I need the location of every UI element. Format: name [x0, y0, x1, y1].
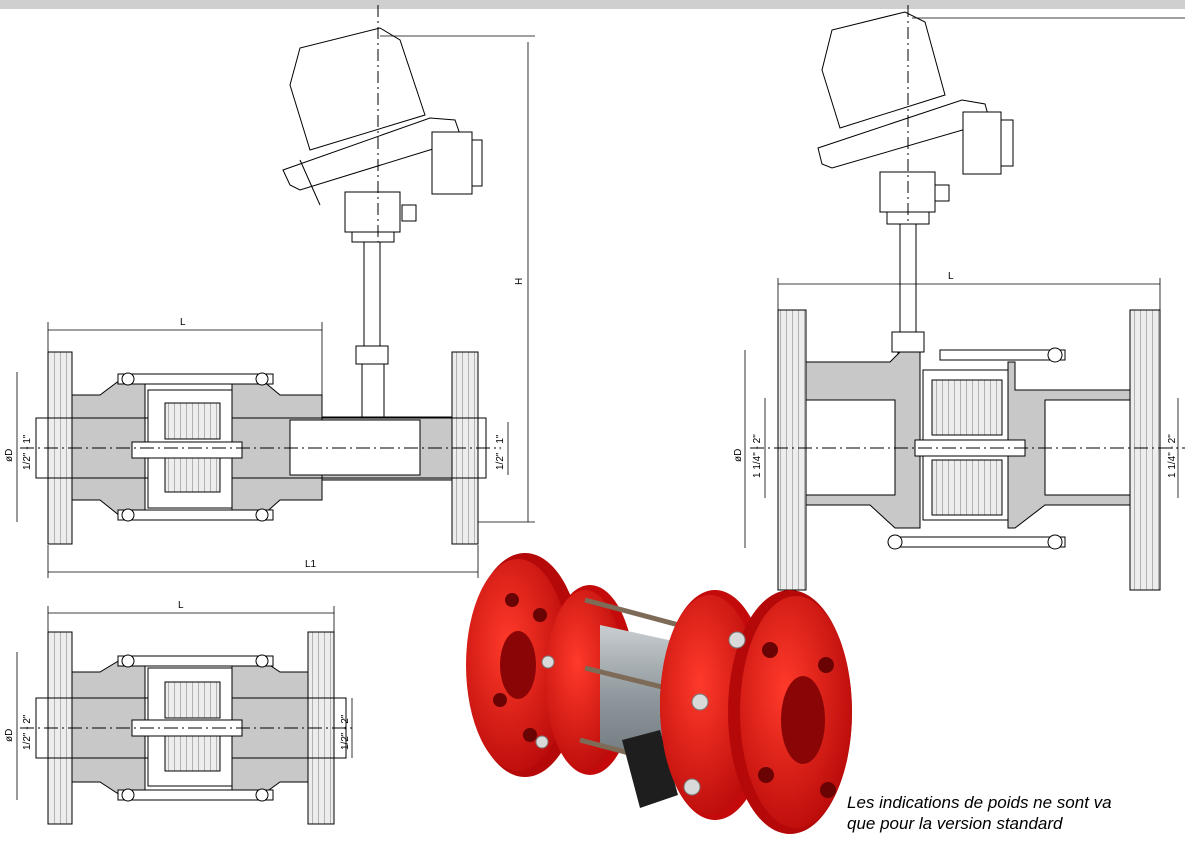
product-render — [466, 553, 852, 834]
right-head — [817, 5, 1185, 225]
right-L-label: L — [948, 271, 954, 282]
bottom-left-left-size-label: 1/2" - 2" — [22, 714, 33, 750]
top-left-diameter-label: øD — [4, 449, 15, 462]
weight-note-line1: Les indications de poids ne sont va — [847, 793, 1112, 812]
top-left-head — [282, 5, 483, 245]
top-bar — [0, 0, 1185, 9]
weight-note: Les indications de poids ne sont va que … — [847, 792, 1185, 834]
bottom-left-diameter-label: øD — [4, 729, 15, 742]
right-right-size-label: 1 1/4" - 2" — [1167, 434, 1178, 478]
right-view: L øD 1 1/4" - 2" 1 1/4" - 2" — [733, 5, 1185, 591]
right-left-size-label: 1 1/4" - 2" — [752, 434, 763, 478]
top-left-H-label: H — [514, 278, 525, 285]
top-left-L-label: L — [180, 317, 186, 328]
top-left-stem — [363, 241, 381, 348]
top-left-filter-pack — [131, 389, 243, 509]
bottom-left-L-label: L — [178, 600, 184, 611]
top-left-L1-label: L1 — [305, 559, 317, 570]
bottom-left-right-size-label: 1/2" - 2" — [340, 714, 351, 750]
bottom-left-view: L øD 1/2" - 2" 1/2" - 2" — [4, 600, 355, 825]
top-left-view: L L1 H øD 1/2" - 1" 1/2" - 1" — [4, 5, 535, 578]
top-left-right-size-label: 1/2" - 1" — [495, 434, 506, 470]
right-diameter-label: øD — [733, 449, 744, 462]
weight-note-line2: que pour la version standard — [847, 814, 1063, 833]
top-left-dimensions — [16, 35, 535, 578]
top-left-left-size-label: 1/2" - 1" — [22, 434, 33, 470]
